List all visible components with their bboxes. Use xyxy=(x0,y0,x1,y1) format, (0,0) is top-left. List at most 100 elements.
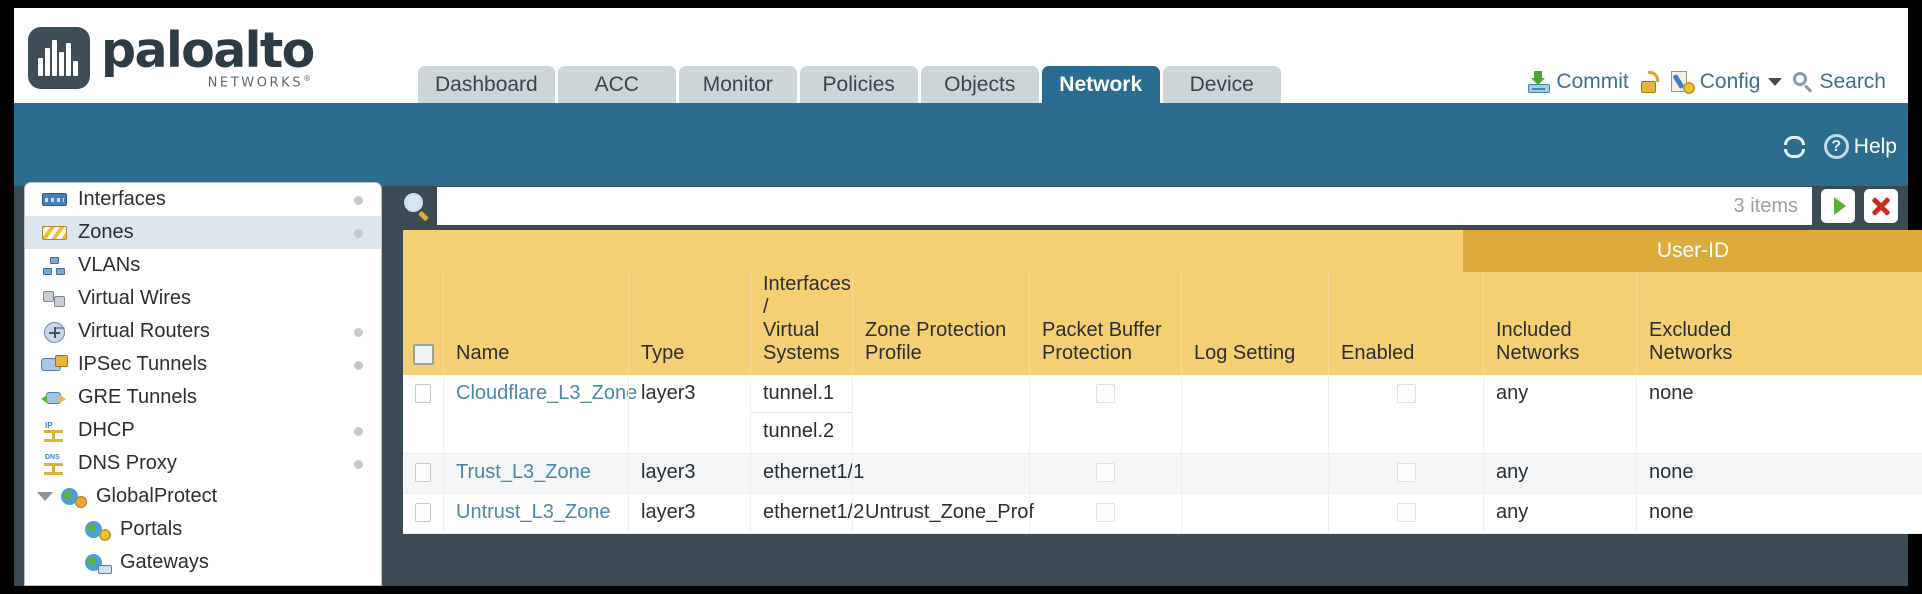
tab-monitor[interactable]: Monitor xyxy=(678,66,797,103)
sidebar-item-virtual-wires[interactable]: Virtual Wires xyxy=(25,282,381,315)
item-count: 3 items xyxy=(1733,194,1798,217)
column-header-zone-protection-profile[interactable]: Zone Protection Profile xyxy=(852,272,1029,375)
row-select-cell xyxy=(403,494,443,533)
search-button[interactable]: Search xyxy=(1793,70,1886,94)
search-label: Search xyxy=(1819,70,1886,93)
paloalto-waveform-icon xyxy=(28,27,90,90)
sidebar-label: DHCP xyxy=(78,419,135,441)
select-all-checkbox[interactable] xyxy=(412,344,434,365)
red-x-icon xyxy=(1870,195,1892,217)
tab-network[interactable]: Network xyxy=(1041,66,1160,103)
virtual-wires-icon xyxy=(41,288,69,310)
column-header-enabled[interactable]: Enabled xyxy=(1328,272,1483,375)
cell-zone-protection-profile xyxy=(852,454,1029,493)
packet-buffer-protection-checkbox[interactable] xyxy=(1096,463,1115,482)
userid-enabled-checkbox[interactable] xyxy=(1396,503,1416,522)
cell-zone-protection-profile: Untrust_Zone_Prof xyxy=(852,494,1034,533)
interface-item: tunnel.2 xyxy=(763,420,835,442)
brand-logo[interactable]: paloalto NETWORKS® xyxy=(28,22,315,90)
tab-policies[interactable]: Policies xyxy=(799,66,918,103)
commit-save-icon xyxy=(1527,71,1551,93)
cell-userid-enabled xyxy=(1328,375,1483,453)
band-actions: ? Help xyxy=(1783,134,1897,159)
column-header-interfaces[interactable]: Interfaces / Virtual Systems xyxy=(750,272,852,375)
globalprotect-icon xyxy=(59,486,87,508)
tab-acc[interactable]: ACC xyxy=(557,66,676,103)
column-header-included-networks[interactable]: Included Networks xyxy=(1483,272,1636,375)
userid-enabled-checkbox[interactable] xyxy=(1396,384,1416,403)
packet-buffer-protection-checkbox[interactable] xyxy=(1096,503,1115,522)
table-row[interactable]: Trust_L3_Zone layer3 ethernet1/1 any non… xyxy=(403,454,1922,494)
sidebar-item-vlans[interactable]: VLANs xyxy=(25,249,381,282)
table-row[interactable]: Cloudflare_L3_Zone layer3 tunnel.1 tunne… xyxy=(403,375,1922,454)
cell-included-networks: any xyxy=(1483,494,1636,533)
sidebar-item-virtual-routers[interactable]: Virtual Routers xyxy=(25,315,381,348)
content-area: Interfaces Zones VLANs Virtual Wires xyxy=(14,182,1922,586)
clear-filter-button[interactable] xyxy=(1864,189,1898,223)
column-header-name[interactable]: Name xyxy=(443,272,628,375)
zones-table: User-ID Name Type Interfaces / Virtual S… xyxy=(403,230,1922,534)
sidebar-label: GlobalProtect xyxy=(96,485,218,507)
sidebar-label: DNS Proxy xyxy=(78,452,177,474)
network-sidebar: Interfaces Zones VLANs Virtual Wires xyxy=(24,182,382,586)
sidebar-item-zones[interactable]: Zones xyxy=(25,216,381,249)
column-header-type[interactable]: Type xyxy=(628,272,750,375)
sidebar-label: Zones xyxy=(78,221,134,243)
sidebar-item-gre-tunnels[interactable]: GRE Tunnels xyxy=(25,381,381,414)
gateways-icon xyxy=(83,552,112,574)
sidebar-label: IPSec Tunnels xyxy=(78,353,207,375)
sidebar-label: VLANs xyxy=(78,254,141,276)
row-select-cell xyxy=(403,454,443,493)
column-header-excluded-networks[interactable]: Excluded Networks xyxy=(1636,272,1788,375)
tab-objects[interactable]: Objects xyxy=(920,66,1039,103)
search-input[interactable] xyxy=(437,186,1734,226)
portals-icon xyxy=(83,519,111,541)
cell-interfaces: tunnel.1 tunnel.2 xyxy=(750,375,852,453)
column-header-packet-buffer-protection[interactable]: Packet Buffer Protection xyxy=(1029,272,1181,375)
search-box[interactable]: 3 items xyxy=(437,186,1812,226)
sidebar-item-portals[interactable]: Portals xyxy=(25,513,381,546)
userid-enabled-checkbox[interactable] xyxy=(1396,463,1416,482)
row-checkbox[interactable] xyxy=(415,463,431,482)
status-dot xyxy=(354,229,363,238)
table-header-row: Name Type Interfaces / Virtual Systems Z… xyxy=(403,272,1922,375)
row-checkbox[interactable] xyxy=(415,503,431,522)
apply-filter-button[interactable] xyxy=(1821,189,1855,223)
unlocked-padlock-icon[interactable] xyxy=(1640,71,1660,93)
refresh-icon[interactable] xyxy=(1783,135,1807,158)
config-menu[interactable]: Config xyxy=(1670,70,1783,94)
packet-buffer-protection-checkbox[interactable] xyxy=(1096,384,1115,403)
table-row[interactable]: Untrust_L3_Zone layer3 ethernet1/2 Untru… xyxy=(403,494,1922,534)
sidebar-item-interfaces[interactable]: Interfaces xyxy=(25,183,381,216)
tab-device[interactable]: Device xyxy=(1162,66,1281,103)
sidebar-label: Virtual Routers xyxy=(78,320,210,342)
group-spacer xyxy=(403,230,1463,272)
help-question-icon: ? xyxy=(1823,134,1849,159)
zone-name-link[interactable]: Cloudflare_L3_Zone xyxy=(456,382,638,404)
tab-dashboard[interactable]: Dashboard xyxy=(418,66,555,103)
sidebar-label: GRE Tunnels xyxy=(78,386,197,408)
column-header-log-setting[interactable]: Log Setting xyxy=(1181,272,1328,375)
brand-name: paloalto xyxy=(101,22,315,79)
gre-tunnels-icon xyxy=(41,387,69,409)
help-button[interactable]: ? Help xyxy=(1823,134,1897,159)
row-select-cell xyxy=(403,375,443,453)
sidebar-item-gateways[interactable]: Gateways xyxy=(25,546,381,579)
sidebar-item-dhcp[interactable]: IP DHCP xyxy=(25,414,381,447)
zones-icon xyxy=(41,222,69,244)
expand-collapse-triangle-icon[interactable] xyxy=(37,492,53,501)
row-checkbox[interactable] xyxy=(415,384,431,403)
commit-label: Commit xyxy=(1556,70,1629,93)
zone-name-link[interactable]: Trust_L3_Zone xyxy=(456,461,591,483)
status-dot xyxy=(354,427,363,436)
config-label: Config xyxy=(1699,70,1761,93)
zone-name-link[interactable]: Untrust_L3_Zone xyxy=(456,501,611,523)
sidebar-item-ipsec-tunnels[interactable]: IPSec Tunnels xyxy=(25,348,381,381)
status-dot xyxy=(354,196,363,205)
sidebar-item-dns-proxy[interactable]: DNS DNS Proxy xyxy=(25,447,381,480)
sidebar-item-globalprotect[interactable]: GlobalProtect xyxy=(25,480,381,513)
status-dot xyxy=(354,460,363,469)
commit-button[interactable]: Commit xyxy=(1527,70,1629,94)
cell-packet-buffer-protection xyxy=(1029,454,1181,493)
